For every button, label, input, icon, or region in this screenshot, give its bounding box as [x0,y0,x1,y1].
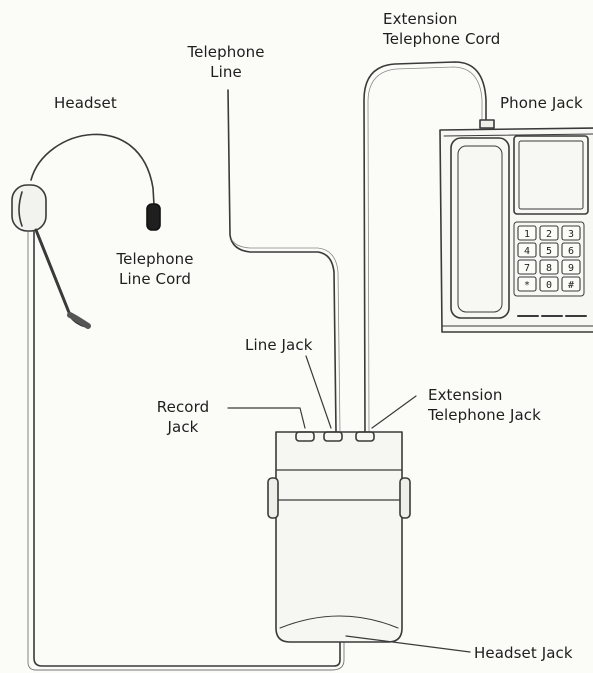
label-extension-telephone-jack: Extension Telephone Jack [428,386,541,424]
headset-headband [30,133,155,206]
keypad-key-label: 0 [546,280,552,291]
extension-telephone-cord [363,61,487,433]
keypad-key-label: 9 [568,263,574,274]
keypad-key [561,225,581,241]
label-phone-jack: Phone Jack [500,94,583,112]
keypad-key [539,242,559,258]
label-headset-jack: Headset Jack [474,644,573,662]
keypad-key-label: 6 [568,246,574,257]
label-record-jack: Record Jack [156,398,210,436]
record-jack [295,431,315,442]
label-line-jack: Line Jack [245,336,313,354]
telephone-display [513,135,589,215]
keypad-key-label: 2 [546,229,552,240]
headset-base-unit [267,431,411,643]
keypad-key [517,259,537,275]
telephone-line [227,89,337,433]
extension-telephone-jack [355,431,375,442]
keypad-key [517,242,537,258]
label-telephone-line: Telephone Line [187,43,265,81]
telephone-handset [450,137,510,319]
telephone-keypad [513,221,585,297]
keypad-key-label: * [524,280,530,291]
keypad-key [561,259,581,275]
keypad-key [539,259,559,275]
headset-jack-leader [345,635,471,653]
keypad-key-label: 8 [546,263,552,274]
keypad-key [561,242,581,258]
headset-earpiece-inner [18,191,23,227]
keypad-key-label: 7 [524,263,530,274]
extension-jack-leader [371,395,417,429]
keypad-key [539,276,559,292]
record-jack-leader [227,407,306,429]
headset-boom-mic [34,228,90,328]
keypad-key-label: # [568,280,574,291]
keypad-keys: 1 2 3 4 5 6 7 8 9 * 0 # [517,225,581,292]
keypad-key-label: 3 [568,229,574,240]
keypad-key [539,225,559,241]
headset-earpiece [11,184,47,232]
keypad-key [517,225,537,241]
headset-cord [33,231,341,667]
line-jack-leader [305,355,332,429]
keypad-key [561,276,581,292]
keypad-key-label: 1 [524,229,530,240]
label-extension-telephone-cord: Extension Telephone Cord [383,10,501,48]
keypad-key-label: 5 [546,246,552,257]
line-jack [323,431,343,442]
keypad-key [517,276,537,292]
headset-plug [146,203,161,231]
label-telephone-line-cord: Telephone Line Cord [116,250,194,288]
keypad-key-label: 4 [524,246,530,257]
label-headset: Headset [54,94,117,112]
